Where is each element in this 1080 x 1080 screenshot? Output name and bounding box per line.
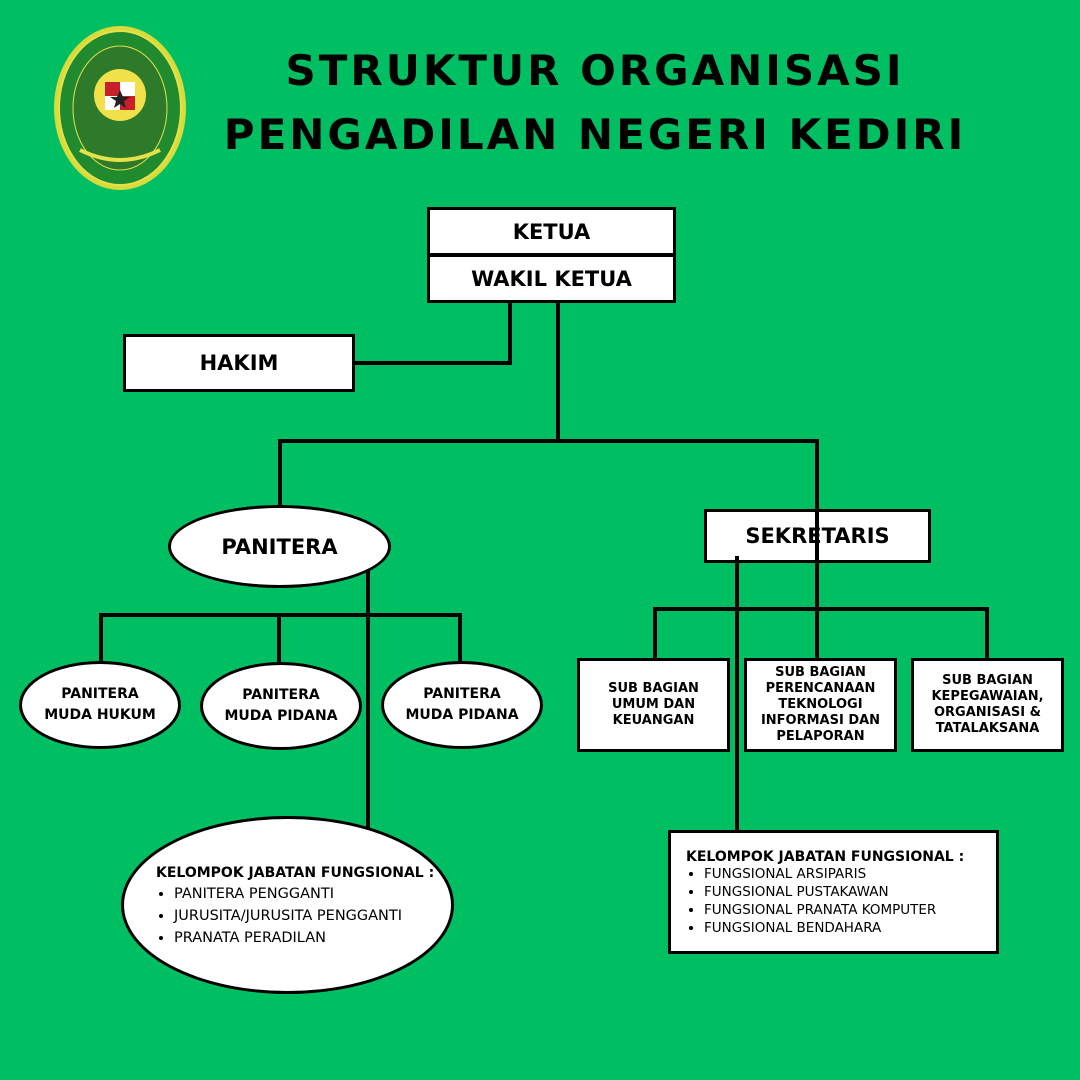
title-line-2: PENGADILAN NEGERI KEDIRI: [223, 110, 967, 159]
court-logo: [54, 26, 186, 190]
list-item: FUNGSIONAL BENDAHARA: [704, 919, 996, 937]
connector-subbag: [653, 607, 989, 659]
sekretaris-box: SEKRETARIS: [704, 509, 931, 563]
list-item: PANITERA PENGGANTI: [174, 883, 451, 905]
kelompok-sekretaris-heading: KELOMPOK JABATAN FUNGSIONAL :: [686, 849, 965, 865]
kelompok-panitera-node: KELOMPOK JABATAN FUNGSIONAL : PANITERA P…: [121, 816, 454, 994]
kelompok-panitera-heading: KELOMPOK JABATAN FUNGSIONAL :: [156, 865, 435, 881]
panmud-pidana-node-2: PANITERA MUDA PIDANA: [381, 661, 543, 749]
panmud-pidana-node: PANITERA MUDA PIDANA: [200, 662, 362, 750]
list-item: JURUSITA/JURUSITA PENGGANTI: [174, 905, 451, 927]
title-line-1: STRUKTUR ORGANISASI: [285, 46, 905, 95]
subbag-kepegawaian-box: SUB BAGIAN KEPEGAWAIAN, ORGANISASI & TAT…: [911, 658, 1064, 752]
kelompok-sekretaris-box: KELOMPOK JABATAN FUNGSIONAL : FUNGSIONAL…: [668, 830, 999, 954]
connector-hakim: [355, 302, 512, 365]
list-item: FUNGSIONAL PUSTAKAWAN: [704, 883, 996, 901]
hakim-box: HAKIM: [123, 334, 355, 392]
list-item: FUNGSIONAL PRANATA KOMPUTER: [704, 901, 996, 919]
ketua-box: KETUA: [427, 207, 676, 256]
panitera-node: PANITERA: [168, 505, 391, 588]
subbag-perencanaan-box: SUB BAGIAN PERENCANAAN TEKNOLOGI INFORMA…: [744, 658, 897, 752]
wakil-ketua-box: WAKIL KETUA: [427, 254, 676, 303]
panmud-hukum-node: PANITERA MUDA HUKUM: [19, 661, 181, 749]
connector-branch: [278, 439, 819, 510]
list-item: PRANATA PERADILAN: [174, 927, 451, 949]
subbag-umum-box: SUB BAGIAN UMUM DAN KEUANGAN: [577, 658, 730, 752]
list-item: FUNGSIONAL ARSIPARIS: [704, 865, 996, 883]
